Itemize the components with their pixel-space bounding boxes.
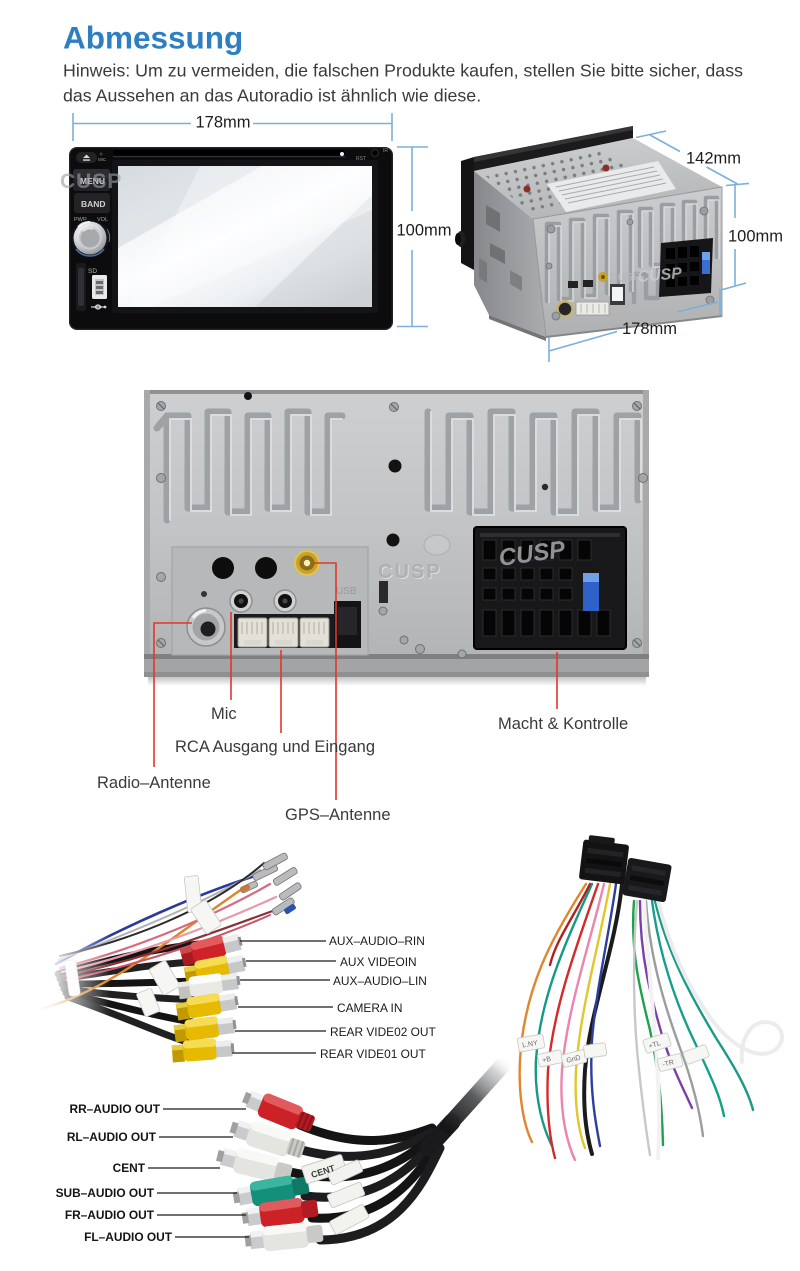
svg-text:FR–AUDIO OUT: FR–AUDIO OUT bbox=[65, 1208, 155, 1222]
svg-text:RR–AUDIO OUT: RR–AUDIO OUT bbox=[69, 1102, 160, 1116]
svg-text:RST: RST bbox=[356, 156, 366, 162]
svg-text:CUSP: CUSP bbox=[637, 265, 683, 286]
svg-text:Radio–Antenne: Radio–Antenne bbox=[97, 774, 211, 792]
svg-text:AUX–AUDIO–LIN: AUX–AUDIO–LIN bbox=[333, 974, 427, 988]
svg-text:CUSP: CUSP bbox=[379, 562, 443, 584]
svg-text:das Aussehen an das Autoradio: das Aussehen an das Autoradio ist ähnlic… bbox=[63, 86, 481, 106]
svg-text:CUSP: CUSP bbox=[378, 561, 442, 583]
svg-text:100mm: 100mm bbox=[397, 222, 452, 240]
svg-text:REAR VIDE01 OUT: REAR VIDE01 OUT bbox=[320, 1047, 426, 1061]
svg-text:PWR: PWR bbox=[74, 217, 87, 223]
svg-text:Abmessung: Abmessung bbox=[63, 20, 243, 56]
svg-text:Hinweis: Um zu vermeiden, die: Hinweis: Um zu vermeiden, die falschen P… bbox=[63, 61, 743, 81]
svg-text:178mm: 178mm bbox=[196, 114, 251, 132]
svg-text:REAR VIDE02 OUT: REAR VIDE02 OUT bbox=[330, 1025, 436, 1039]
svg-text:CUSP: CUSP bbox=[60, 170, 122, 193]
svg-text:CAMERA IN: CAMERA IN bbox=[337, 1001, 402, 1015]
svg-text:142mm: 142mm bbox=[686, 150, 741, 168]
svg-text:USB: USB bbox=[336, 586, 357, 597]
svg-text:MENU: MENU bbox=[80, 176, 105, 186]
svg-text:IR: IR bbox=[383, 148, 388, 154]
svg-text:RL–AUDIO OUT: RL–AUDIO OUT bbox=[67, 1130, 157, 1144]
svg-text:Mic: Mic bbox=[211, 705, 237, 723]
svg-text:100mm: 100mm bbox=[728, 228, 783, 246]
svg-text:FL–AUDIO OUT: FL–AUDIO OUT bbox=[84, 1230, 173, 1244]
svg-text:-TR: -TR bbox=[662, 1059, 675, 1069]
svg-text:GnD: GnD bbox=[566, 1055, 582, 1065]
svg-text:SD: SD bbox=[88, 268, 97, 275]
svg-text:Macht & Kontrolle: Macht & Kontrolle bbox=[498, 715, 628, 733]
svg-text:+TL: +TL bbox=[648, 1040, 662, 1050]
svg-text:L.NY: L.NY bbox=[522, 1040, 539, 1050]
svg-text:SUB–AUDIO OUT: SUB–AUDIO OUT bbox=[56, 1186, 155, 1200]
svg-text:GPS–Antenne: GPS–Antenne bbox=[285, 806, 391, 824]
svg-text:CENT: CENT bbox=[113, 1161, 146, 1175]
svg-text:178mm: 178mm bbox=[622, 320, 677, 338]
svg-text:AUX VIDEOIN: AUX VIDEOIN bbox=[340, 955, 417, 969]
svg-text:VOL: VOL bbox=[97, 217, 108, 223]
svg-text:RCA Ausgang und Eingang: RCA Ausgang und Eingang bbox=[175, 738, 375, 756]
svg-text:BAND: BAND bbox=[81, 199, 106, 209]
svg-text:MIC: MIC bbox=[98, 157, 107, 162]
svg-text:AUX–AUDIO–RIN: AUX–AUDIO–RIN bbox=[329, 934, 425, 948]
svg-text:+B: +B bbox=[542, 1056, 552, 1065]
svg-text:CUSP: CUSP bbox=[609, 271, 640, 285]
